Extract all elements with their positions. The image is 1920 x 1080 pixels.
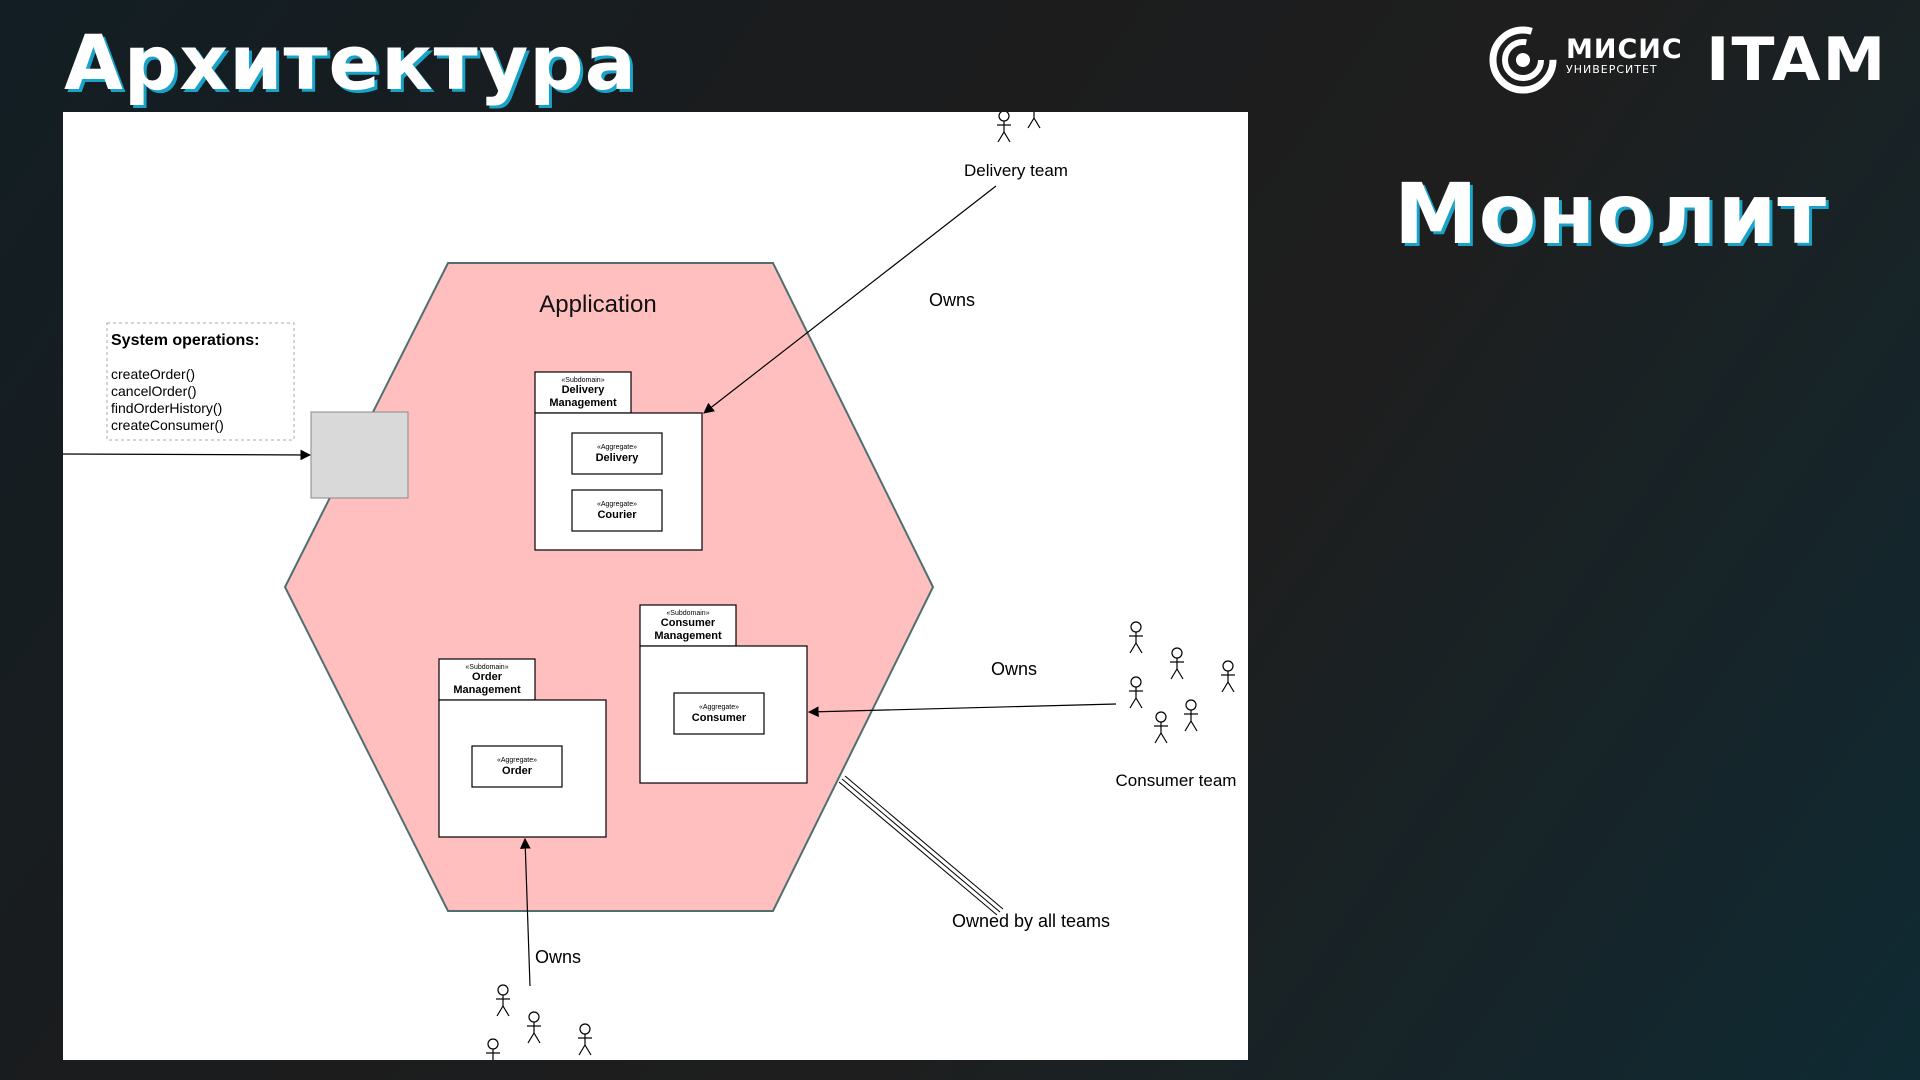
misis-line1: МИСИС	[1566, 34, 1683, 65]
aggregate-delivery: «Aggregate» Delivery	[571, 432, 663, 475]
consumer-team-label: Consumer team	[1116, 771, 1237, 790]
system-operation-item: cancelOrder()	[111, 383, 197, 399]
aggregate-name: Consumer	[692, 712, 747, 724]
diagram-canvas: Application System operations: createOrd…	[63, 112, 1237, 1060]
aggregate-name: Delivery	[596, 452, 640, 464]
delivery-owns-arrow	[703, 185, 997, 414]
architecture-diagram: Application System operations: createOrd…	[63, 112, 1248, 1060]
logos: МИСИС УНИВЕРСИТЕТ ITAM	[1488, 22, 1888, 98]
subdomain-stereotype: «Subdomain»	[465, 664, 508, 671]
external-request-arrow	[63, 449, 312, 461]
order-owns-label: Owns	[535, 947, 581, 967]
subdomain-name: Consumer	[661, 617, 716, 629]
delivery-owns-label: Owns	[929, 290, 975, 310]
subdomain-name: Management	[453, 684, 521, 696]
application-label: Application	[539, 291, 656, 318]
consumer-owns-label: Owns	[991, 659, 1037, 679]
slide-subtitle: Монолит	[1394, 165, 1828, 263]
slide-title: Архитектура	[64, 18, 637, 107]
aggregate-name: Courier	[597, 509, 637, 521]
system-operation-item: findOrderHistory()	[111, 400, 222, 416]
misis-line2: УНИВЕРСИТЕТ	[1566, 63, 1658, 76]
aggregate-stereotype: «Aggregate»	[597, 501, 637, 508]
delivery-team-actors	[996, 112, 1042, 143]
consumer-team-actors	[1128, 621, 1236, 744]
aggregate-order: «Aggregate» Order	[471, 745, 563, 788]
itam-logo: ITAM	[1706, 25, 1888, 95]
misis-wordmark: МИСИС УНИВЕРСИТЕТ	[1566, 36, 1683, 77]
subdomain-stereotype: «Subdomain»	[666, 610, 709, 617]
subdomain-name: Delivery	[562, 384, 606, 396]
subdomain-consumer-management: «Subdomain» Consumer Management «Aggrega…	[639, 604, 808, 784]
system-operation-item: createOrder()	[111, 366, 195, 382]
subdomain-name: Management	[654, 630, 722, 642]
misis-logo-icon	[1489, 26, 1557, 94]
subdomain-name: Management	[549, 397, 617, 409]
aggregate-stereotype: «Aggregate»	[699, 704, 739, 711]
aggregate-consumer: «Aggregate» Consumer	[673, 692, 765, 735]
application-hexagon	[283, 262, 935, 912]
api-port	[310, 411, 409, 499]
subdomain-delivery-management: «Subdomain» Delivery Management «Aggrega…	[534, 371, 703, 551]
system-operations-box	[106, 322, 295, 441]
subdomain-order-management: «Subdomain» Order Management «Aggregate»…	[438, 658, 607, 838]
subdomain-stereotype: «Subdomain»	[561, 377, 604, 384]
aggregate-courier: «Aggregate» Courier	[571, 489, 663, 532]
aggregate-name: Order	[502, 765, 533, 777]
order-owns-arrow	[519, 837, 531, 987]
order-team-actors	[485, 984, 593, 1060]
consumer-owns-arrow	[807, 703, 1117, 718]
owned-by-all-label: Owned by all teams	[952, 911, 1110, 931]
delivery-team-label: Delivery team	[964, 161, 1068, 180]
subdomain-name: Order	[472, 671, 503, 683]
aggregate-stereotype: «Aggregate»	[497, 757, 537, 764]
system-operations-heading: System operations:	[111, 332, 259, 349]
system-operation-item: createConsumer()	[111, 417, 224, 433]
aggregate-stereotype: «Aggregate»	[597, 444, 637, 451]
owned-by-all-connector	[838, 775, 1004, 916]
